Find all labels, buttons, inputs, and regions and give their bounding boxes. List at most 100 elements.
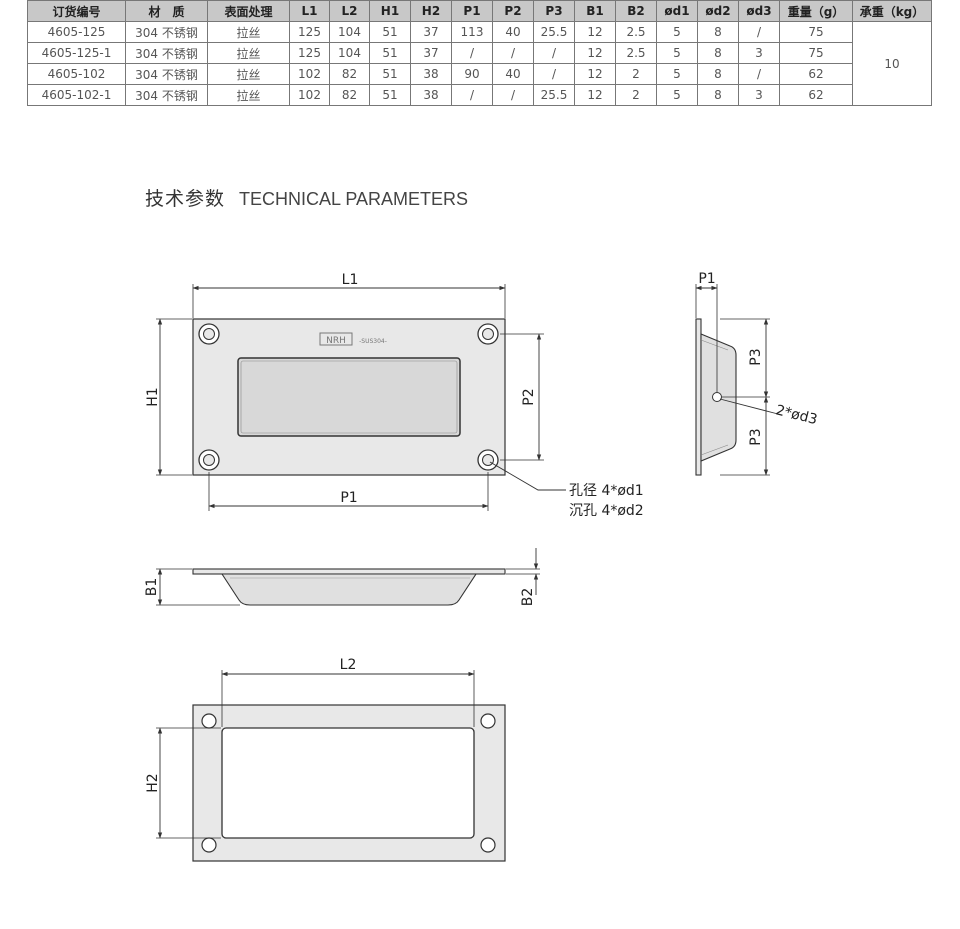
cell-b2: 2.5 xyxy=(615,21,657,43)
cell-p1: / xyxy=(451,84,493,106)
col-header-b2: B2 xyxy=(615,0,657,22)
cell-p3: / xyxy=(533,42,575,64)
cell-d1: 5 xyxy=(656,21,698,43)
cell-h1: 51 xyxy=(369,21,411,43)
back-cutout xyxy=(221,727,475,839)
dim-h1-label: H1 xyxy=(145,387,161,406)
front-recess-inner xyxy=(240,360,458,434)
col-header-d2: ød2 xyxy=(697,0,739,22)
col-header-finish: 表面处理 xyxy=(207,0,290,22)
cell-weight: 75 xyxy=(779,42,853,64)
cell-weight: 62 xyxy=(779,84,853,106)
cell-order-no: 4605-102-1 xyxy=(27,84,126,106)
table-row: 4605-102 304 不锈钢 拉丝 102 82 51 38 90 40 /… xyxy=(27,63,932,85)
dim-h2-label: H2 xyxy=(145,773,161,792)
col-header-load: 承重（kg） xyxy=(852,0,932,22)
col-header-p1: P1 xyxy=(451,0,493,22)
cell-l2: 82 xyxy=(329,63,370,85)
cell-p1: 90 xyxy=(451,63,493,85)
cell-l1: 125 xyxy=(289,42,330,64)
front-plate xyxy=(192,318,506,476)
cell-b1: 12 xyxy=(574,42,616,64)
col-header-h1: H1 xyxy=(369,0,411,22)
col-header-b1: B1 xyxy=(574,0,616,22)
cell-order-no: 4605-102 xyxy=(27,63,126,85)
col-header-l2: L2 xyxy=(329,0,370,22)
cell-d2: 8 xyxy=(697,63,739,85)
cell-material: 304 不锈钢 xyxy=(125,21,208,43)
dim-l1-label: L1 xyxy=(342,272,359,288)
cell-p2: / xyxy=(492,42,534,64)
cell-d2: 8 xyxy=(697,84,739,106)
section-title-cn: 技术参数 xyxy=(145,188,226,210)
cell-material: 304 不锈钢 xyxy=(125,84,208,106)
col-header-material: 材 质 xyxy=(125,0,208,22)
cell-finish: 拉丝 xyxy=(207,63,290,85)
col-header-p2: P2 xyxy=(492,0,534,22)
cell-p1: / xyxy=(451,42,493,64)
cell-l2: 104 xyxy=(329,42,370,64)
front-view: NRH -SUS304- L1 H1 P2 P1 孔径 4*ød1 沉孔 4*ø… xyxy=(145,272,644,519)
section-title-en: TECHNICAL PARAMETERS xyxy=(239,189,469,209)
edge-recess-profile xyxy=(220,573,478,606)
cell-p3: / xyxy=(533,63,575,85)
dim-p2-label: P2 xyxy=(521,388,537,405)
cell-l2: 82 xyxy=(329,84,370,106)
side-hole-leader xyxy=(719,398,779,415)
material-stamp: -SUS304- xyxy=(359,338,387,345)
cell-l1: 102 xyxy=(289,84,330,106)
hole-callout-text: 孔径 4*ød1 xyxy=(569,483,644,499)
side-recess-profile xyxy=(700,333,737,462)
cell-p1: 113 xyxy=(451,21,493,43)
cell-h2: 38 xyxy=(410,63,452,85)
back-mounting-holes xyxy=(201,713,496,853)
cell-order-no: 4605-125 xyxy=(27,21,126,43)
cell-b2: 2 xyxy=(615,63,657,85)
cell-material: 304 不锈钢 xyxy=(125,42,208,64)
cell-d1: 5 xyxy=(656,42,698,64)
logo-text: NRH xyxy=(326,336,346,346)
dim-p1-label: P1 xyxy=(340,490,357,506)
side-hole xyxy=(712,392,722,402)
cell-order-no: 4605-125-1 xyxy=(27,42,126,64)
cell-b1: 12 xyxy=(574,21,616,43)
cell-load: 10 xyxy=(852,21,932,106)
cell-b1: 12 xyxy=(574,63,616,85)
col-header-weight: 重量（g） xyxy=(779,0,853,22)
cell-d1: 5 xyxy=(656,84,698,106)
cell-p3: 25.5 xyxy=(533,21,575,43)
col-header-l1: L1 xyxy=(289,0,330,22)
side-hole-callout-text: 2*ød3 xyxy=(774,402,819,428)
front-mounting-holes xyxy=(198,323,499,471)
countersink-callout-text: 沉孔 4*ød2 xyxy=(569,503,644,519)
cell-b2: 2.5 xyxy=(615,42,657,64)
dim-b1-label: B1 xyxy=(144,578,160,597)
section-heading: 技术参数 TECHNICAL PARAMETERS xyxy=(145,184,468,211)
front-recess xyxy=(237,357,461,437)
cell-b2: 2 xyxy=(615,84,657,106)
dim-b2-label: B2 xyxy=(520,588,536,607)
side-view: P1 P3 P3 2*ød3 xyxy=(695,271,819,476)
col-header-p3: P3 xyxy=(533,0,575,22)
cell-d3: 3 xyxy=(738,42,780,64)
cell-h1: 51 xyxy=(369,42,411,64)
cell-d2: 8 xyxy=(697,42,739,64)
col-header-d3: ød3 xyxy=(738,0,780,22)
cell-d3: / xyxy=(738,21,780,43)
hole-callout-leader xyxy=(489,461,566,491)
cell-weight: 75 xyxy=(779,21,853,43)
dim-side-p1-label: P1 xyxy=(698,271,715,287)
cell-d3: / xyxy=(738,63,780,85)
cell-p2: / xyxy=(492,84,534,106)
cell-h1: 51 xyxy=(369,84,411,106)
cell-p2: 40 xyxy=(492,63,534,85)
back-plate xyxy=(192,704,506,862)
dim-l2-label: L2 xyxy=(340,657,357,673)
spec-table: 订货编号 材 质 表面处理 L1 L2 H1 H2 P1 P2 P3 B1 B2… xyxy=(27,0,932,106)
cell-finish: 拉丝 xyxy=(207,21,290,43)
cell-h2: 37 xyxy=(410,42,452,64)
cell-finish: 拉丝 xyxy=(207,42,290,64)
back-view: L2 H2 xyxy=(145,657,506,862)
cell-l1: 125 xyxy=(289,21,330,43)
